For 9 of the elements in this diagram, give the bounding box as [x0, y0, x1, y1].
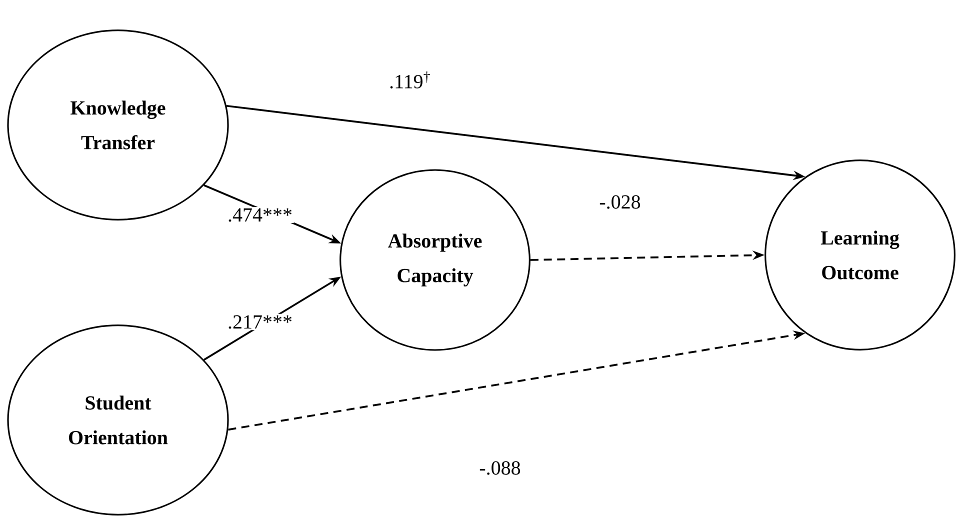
ellipse-node: Knowledge Transfer — [7, 30, 229, 220]
ellipse-node: Absorptive Capacity — [340, 169, 530, 351]
edge-label: -.028 — [598, 194, 642, 210]
edge-label: .217*** — [226, 314, 294, 330]
edge-label: .119$^{†}$ — [388, 70, 432, 90]
ellipse-node: Student Orientation — [7, 324, 229, 516]
edge-label: .474*** — [226, 206, 294, 224]
edge-label: -.088 — [478, 460, 522, 476]
ellipse-node: Learning Outcome — [764, 160, 956, 350]
